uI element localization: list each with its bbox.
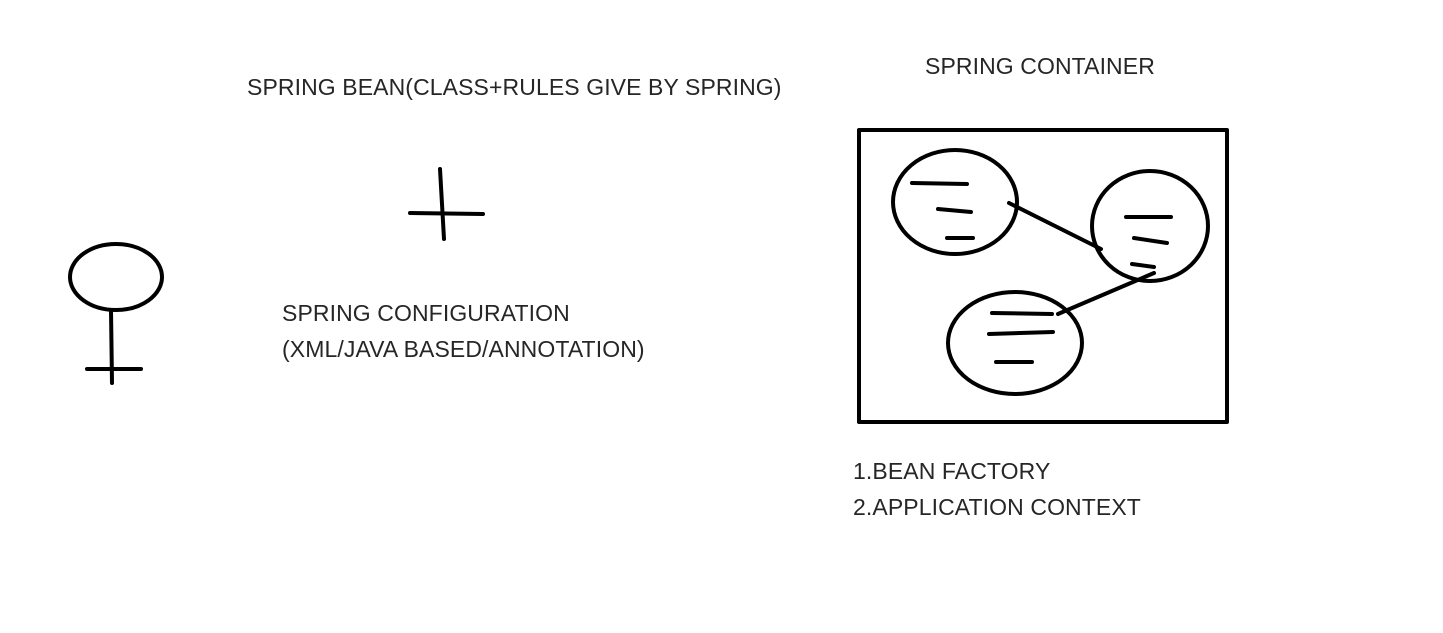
plus-horizontal bbox=[408, 211, 485, 216]
female-symbol-circle bbox=[68, 242, 164, 312]
bean-2-line-2 bbox=[1132, 236, 1169, 245]
spring-configuration-label: SPRING CONFIGURATION bbox=[282, 300, 570, 326]
bean-1-line-1 bbox=[910, 181, 969, 186]
plus-icon bbox=[408, 167, 485, 241]
bean-object-1 bbox=[891, 148, 1019, 256]
bean-3-outline bbox=[946, 290, 1084, 396]
bean-1-outline bbox=[891, 148, 1019, 256]
spring-bean-label: SPRING BEAN(CLASS+RULES GIVE BY SPRING) bbox=[247, 74, 782, 100]
spring-configuration-types-label: (XML/JAVA BASED/ANNOTATION) bbox=[282, 336, 645, 362]
bean-3-line-2 bbox=[987, 330, 1055, 336]
bean-2-line-3 bbox=[1130, 262, 1156, 269]
bean-object-2 bbox=[1090, 169, 1210, 283]
plus-vertical bbox=[438, 167, 446, 241]
bean-3-line-1 bbox=[990, 311, 1054, 316]
container-type-application-context: 2.APPLICATION CONTEXT bbox=[853, 494, 1141, 520]
bean-link-1-2 bbox=[1007, 201, 1103, 251]
spring-container-box bbox=[857, 128, 1229, 424]
bean-1-line-2 bbox=[936, 207, 973, 214]
container-type-bean-factory: 1.BEAN FACTORY bbox=[853, 458, 1051, 484]
female-symbol-stem bbox=[109, 308, 114, 385]
bean-object-3 bbox=[946, 290, 1084, 396]
bean-link-3-2 bbox=[1056, 271, 1156, 316]
bean-2-outline bbox=[1090, 169, 1210, 283]
spring-container-label: SPRING CONTAINER bbox=[925, 53, 1155, 79]
female-symbol-icon bbox=[68, 242, 164, 385]
